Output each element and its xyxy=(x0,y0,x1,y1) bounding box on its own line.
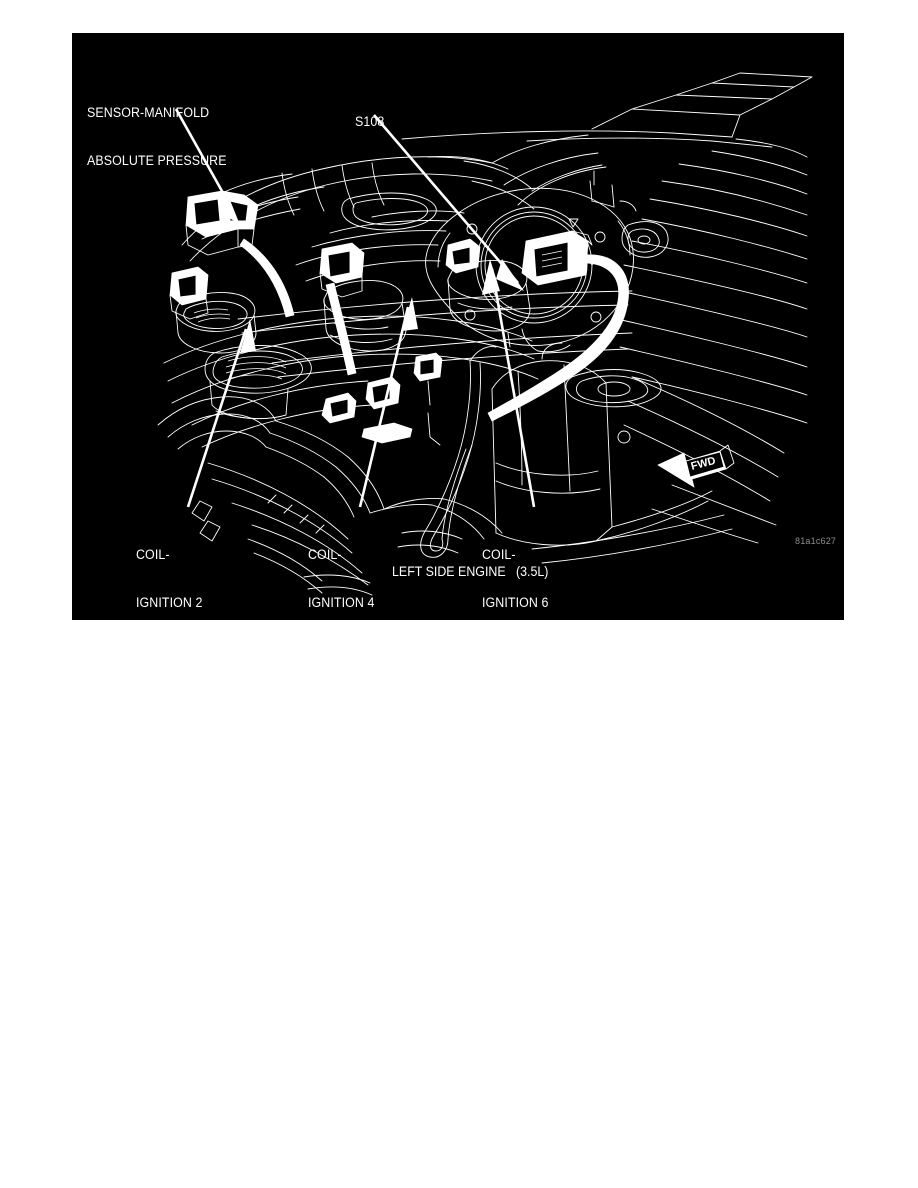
callout-line-2: IGNITION 4 xyxy=(308,595,375,610)
callout-coil-ignition-6: COIL- IGNITION 6 xyxy=(482,515,548,620)
callout-line-1: COIL- xyxy=(136,547,170,562)
coil4-connector xyxy=(319,242,365,376)
callout-sensor-manifold-absolute-pressure: SENSOR-MANIFOLD ABSOLUTE PRESSURE xyxy=(87,73,227,201)
callout-coil-ignition-4: COIL- IGNITION 4 xyxy=(308,515,374,620)
misc-connectors xyxy=(321,352,443,446)
cowl-panel-lines xyxy=(401,72,813,424)
callout-line-1: COIL- xyxy=(308,547,342,562)
leader-lines xyxy=(174,108,536,508)
engine-location-figure: .el { fill:none; stroke:#ffffff; stroke-… xyxy=(72,33,844,620)
callout-line-2: IGNITION 2 xyxy=(136,595,203,610)
left-valve-cover xyxy=(163,260,539,448)
harness-connector-right xyxy=(487,230,629,422)
map-sensor-connector xyxy=(185,190,295,318)
dipstick-tube xyxy=(420,346,497,558)
coil6-connector xyxy=(445,238,481,274)
inner-fender-lines xyxy=(531,376,785,564)
coil2-connector xyxy=(169,266,209,320)
callout-s108: S108 xyxy=(355,82,384,162)
fwd-arrow-marker: FWD xyxy=(657,444,735,488)
intake-inlet-tube xyxy=(491,134,607,206)
figure-id-code: 81a1c627 xyxy=(795,536,837,546)
callout-line-1: SENSOR-MANIFOLD xyxy=(87,105,210,120)
exhaust-manifold xyxy=(157,396,503,596)
callout-coil-ignition-2: COIL- IGNITION 2 xyxy=(136,515,202,620)
figure-caption: LEFT SIDE ENGINE (3.5L) xyxy=(392,564,549,579)
callout-line-1: COIL- xyxy=(482,547,516,562)
callout-line-1: S108 xyxy=(355,114,385,129)
callout-line-2: IGNITION 6 xyxy=(482,595,549,610)
engine-line-art: .el { fill:none; stroke:#ffffff; stroke-… xyxy=(72,33,844,620)
callout-line-2: ABSOLUTE PRESSURE xyxy=(87,153,227,168)
